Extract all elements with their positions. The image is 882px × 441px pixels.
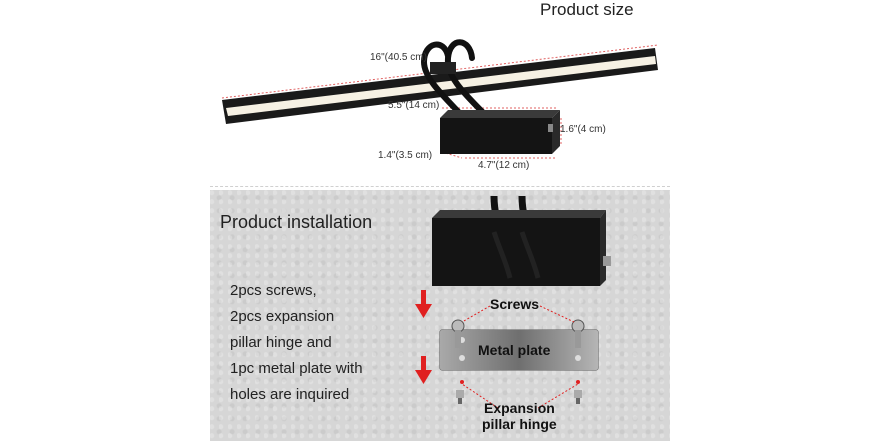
length-dimension: 16"(40.5 cm): [370, 52, 427, 63]
depth-dimension: 1.4"(3.5 cm): [378, 150, 433, 161]
mounted-base-icon: [432, 195, 611, 286]
arm-dimension: 5.5"(14 cm): [388, 100, 440, 111]
wall-base-icon: [440, 110, 560, 154]
down-arrow-icon: [415, 290, 432, 318]
hinge-label-line2: pillar hinge: [482, 416, 557, 432]
width-dimension: 4.7"(12 cm): [478, 160, 530, 171]
description-line: pillar hinge and: [230, 334, 332, 351]
height-dimension: 1.6"(4 cm): [560, 124, 606, 135]
lamp-joint-icon: [430, 62, 456, 74]
light-bar-icon: [222, 48, 658, 124]
lamp-arm-icon: [420, 39, 495, 125]
screw-icon: [451, 319, 465, 348]
screws-label: Screws: [490, 296, 540, 312]
description-line: 2pcs expansion: [230, 308, 335, 325]
down-arrow-icon: [415, 356, 432, 384]
expansion-pillar-icon: [574, 390, 582, 404]
panel-divider: [210, 186, 670, 187]
product-size-title: Product size: [540, 0, 634, 19]
description-line: 2pcs screws,: [230, 282, 317, 299]
metal-plate-icon: [439, 329, 599, 371]
description-line: holes are inquired: [230, 386, 350, 403]
hinge-label-line1: Expansion: [484, 400, 555, 416]
screw-icon: [571, 319, 585, 348]
expansion-pillar-icon: [456, 390, 464, 404]
metal-plate-label: Metal plate: [478, 342, 551, 358]
installation-description: 2pcs screws, 2pcs expansion pillar hinge…: [230, 278, 363, 408]
installation-title: Product installation: [220, 212, 373, 232]
description-line: 1pc metal plate with: [230, 360, 363, 377]
